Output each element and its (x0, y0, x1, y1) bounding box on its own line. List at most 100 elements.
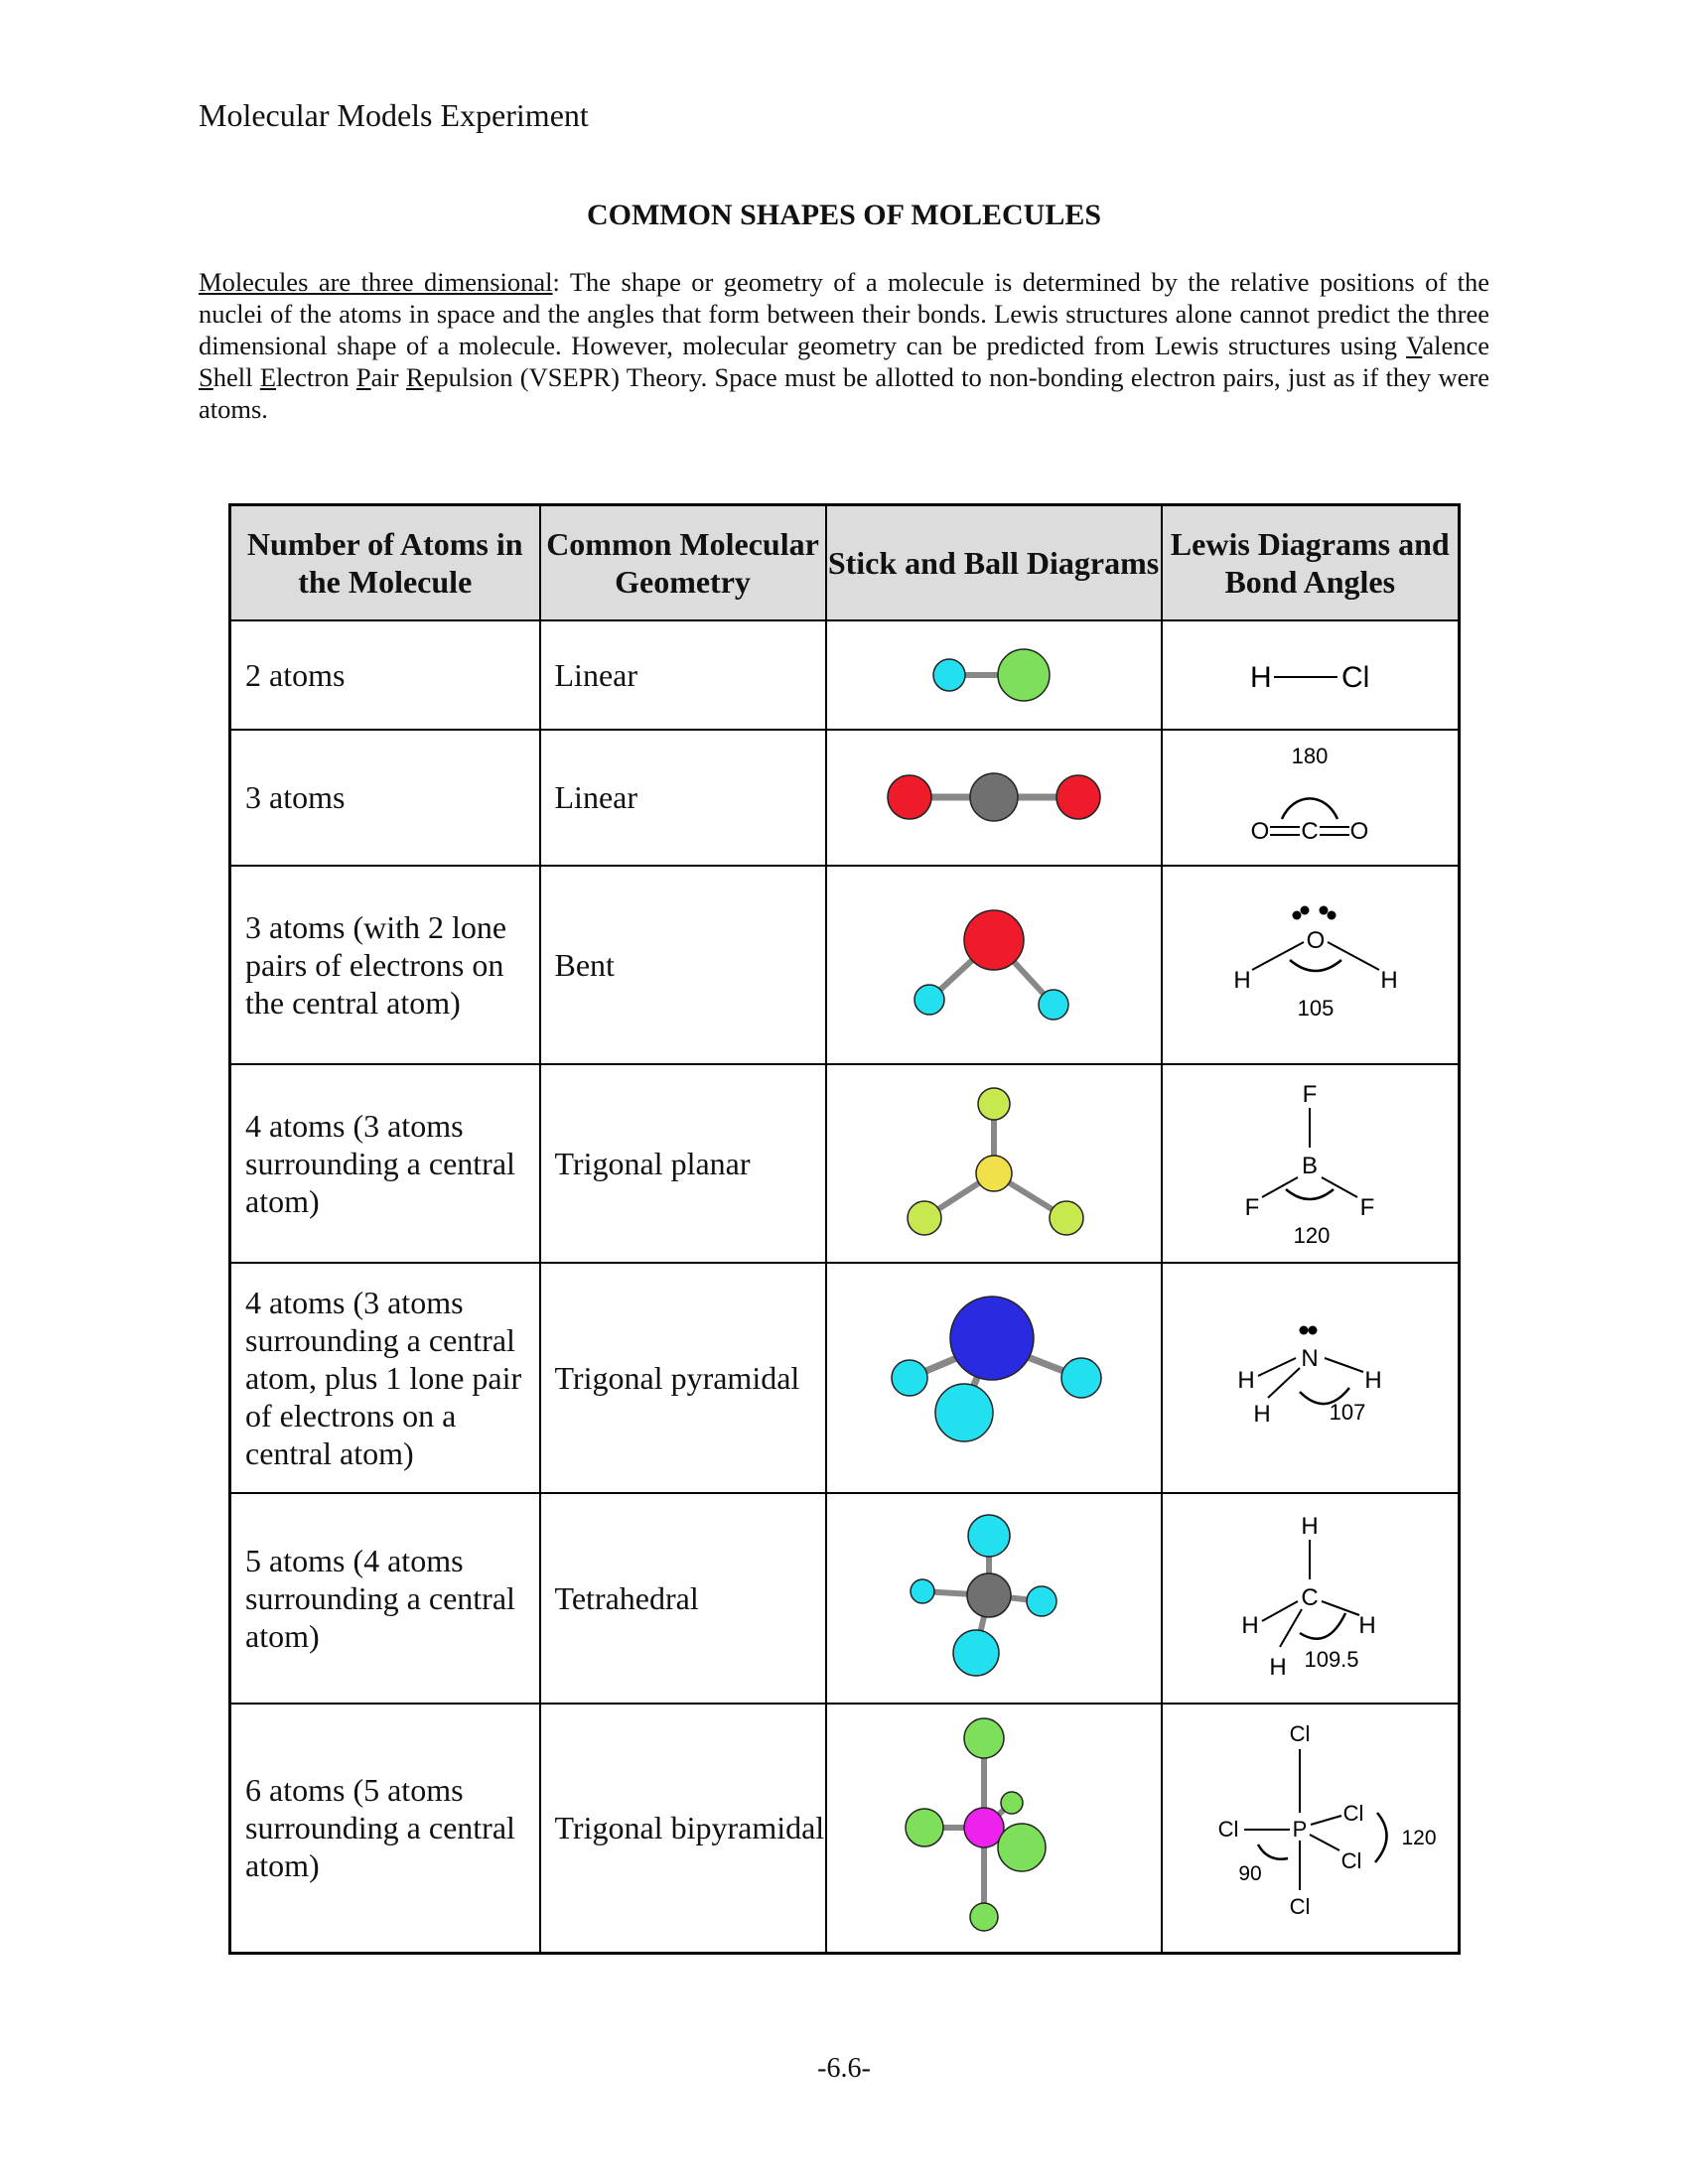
intro-text: epulsion (VSEPR) Theory. Space must be a… (199, 362, 1489, 424)
atom-label: H (1270, 1654, 1287, 1681)
stick-ball-cell (824, 1491, 1163, 1705)
intro-text: alence (1422, 331, 1489, 360)
table-row: 2 atoms Linear H Cl (228, 618, 1461, 731)
atom-label: H (1302, 1513, 1319, 1540)
lewis-cell: 180 O C O (1160, 728, 1461, 867)
lewis-cell: Cl Cl P Cl Cl Cl 120 90 (1160, 1702, 1461, 1955)
angle-label: 105 (1298, 996, 1335, 1021)
angle-label: 180 (1292, 744, 1329, 768)
vsepr-letter: S (199, 362, 213, 392)
lewis-cell: N H H H 107 (1160, 1261, 1461, 1494)
geometry-cell: Linear (538, 728, 827, 867)
atom-label: Cl (1290, 1721, 1311, 1746)
geometry-cell: Trigonal bipyramidal (538, 1702, 827, 1955)
bf3-lewis-diagram: F B F F 120 (1245, 1081, 1375, 1248)
intro-lead: Molecules are three dimensional (199, 267, 553, 297)
table-row: 6 atoms (5 atoms surrounding a central a… (228, 1702, 1461, 1955)
atom-label: Cl (1343, 1801, 1364, 1826)
stick-ball-cell (824, 1062, 1163, 1264)
vsepr-letter: P (355, 362, 371, 392)
intro-text: air (370, 362, 406, 392)
bf3-model-image (906, 1086, 1084, 1236)
atom-label: B (1302, 1153, 1318, 1179)
angle-label: 109.5 (1305, 1647, 1359, 1672)
shapes-table: Number of Atoms in the Molecule Common M… (228, 503, 1461, 1955)
atom-label: Cl (1290, 1894, 1311, 1919)
header-lewis: Lewis Diagrams and Bond Angles (1160, 503, 1461, 621)
stick-ball-cell (824, 864, 1163, 1065)
page-header: Molecular Models Experiment (199, 97, 589, 133)
atom-label: H (1365, 1367, 1382, 1394)
stick-ball-cell (824, 1261, 1163, 1494)
atoms-cell: 2 atoms (228, 618, 541, 731)
intro-text: : The shape or geometry of a molecule is… (199, 267, 1489, 360)
vsepr-letter: V (1406, 331, 1423, 360)
atom-label: N (1302, 1345, 1319, 1372)
atom-label: C (1302, 818, 1319, 845)
geometry-cell: Trigonal planar (538, 1062, 827, 1264)
atoms-cell: 4 atoms (3 atoms surrounding a central a… (228, 1261, 541, 1494)
table-row: 4 atoms (3 atoms surrounding a central a… (228, 1261, 1461, 1494)
lewis-cell: H C H H H 109.5 (1160, 1491, 1461, 1705)
atoms-cell: 5 atoms (4 atoms surrounding a central a… (228, 1491, 541, 1705)
stick-ball-cell (824, 618, 1163, 731)
angle-label: 90 (1239, 1862, 1262, 1885)
nh3-model-image (890, 1295, 1102, 1442)
atom-label: O (1251, 818, 1270, 845)
intro-text: hell (212, 362, 260, 392)
atoms-cell: 4 atoms (3 atoms surrounding a central a… (228, 1062, 541, 1264)
atom-label: Cl (1218, 1817, 1239, 1842)
co2-model-image (886, 772, 1101, 822)
geometry-cell: Trigonal pyramidal (538, 1261, 827, 1494)
atoms-cell: 3 atoms (with 2 lone pairs of electrons … (228, 864, 541, 1065)
atoms-cell: 6 atoms (5 atoms surrounding a central a… (228, 1702, 541, 1955)
lewis-cell: F B F F 120 (1160, 1062, 1461, 1264)
stick-ball-cell (824, 728, 1163, 867)
lewis-cell: H Cl (1160, 618, 1461, 731)
vsepr-letter: R (405, 362, 424, 392)
table-row: 3 atoms (with 2 lone pairs of electrons … (228, 864, 1461, 1065)
vsepr-letter: E (259, 362, 277, 392)
table-header-row: Number of Atoms in the Molecule Common M… (228, 503, 1461, 621)
atom-label: H (1359, 1612, 1376, 1639)
atom-label: C (1302, 1584, 1319, 1611)
atom-label: H (1250, 661, 1272, 694)
atom-label: Cl (1341, 1848, 1362, 1873)
atom-label: Cl (1341, 661, 1369, 694)
ch4-lewis-diagram: H C H H H 109.5 (1242, 1513, 1376, 1681)
atom-label: H (1242, 1612, 1259, 1639)
h2o-lewis-diagram: O H H 105 (1234, 905, 1398, 1021)
page-title: COMMON SHAPES OF MOLECULES (586, 199, 1102, 231)
lewis-cell: O H H 105 (1160, 864, 1461, 1065)
intro-text: lectron (276, 362, 356, 392)
intro-paragraph: Molecules are three dimensional: The sha… (199, 266, 1489, 425)
angle-label: 120 (1294, 1223, 1331, 1248)
atom-label: H (1254, 1401, 1271, 1428)
atom-label: F (1245, 1194, 1260, 1221)
atom-label: O (1307, 927, 1326, 954)
angle-label: 120 (1402, 1827, 1437, 1849)
header-geometry: Common Molecular Geometry (538, 503, 827, 621)
geometry-cell: Bent (538, 864, 827, 1065)
atom-label: P (1293, 1817, 1308, 1842)
hcl-model-image (931, 647, 1051, 702)
atoms-cell: 3 atoms (228, 728, 541, 867)
pcl5-lewis-diagram: Cl Cl P Cl Cl Cl 120 90 (1218, 1721, 1437, 1919)
ch4-model-image (909, 1513, 1057, 1677)
atom-label: O (1350, 818, 1369, 845)
atom-label: H (1234, 967, 1251, 994)
geometry-cell: Tetrahedral (538, 1491, 827, 1705)
co2-lewis-diagram: 180 O C O (1251, 744, 1369, 845)
table-row: 5 atoms (4 atoms surrounding a central a… (228, 1491, 1461, 1705)
hcl-lewis-diagram: H Cl (1250, 661, 1369, 694)
atom-label: F (1303, 1081, 1318, 1108)
atom-label: H (1238, 1367, 1255, 1394)
atom-label: F (1360, 1194, 1375, 1221)
geometry-cell: Linear (538, 618, 827, 731)
atom-label: H (1381, 967, 1398, 994)
page-number: -6.6- (817, 2053, 871, 2084)
header-stick-ball: Stick and Ball Diagrams (824, 503, 1163, 621)
pcl5-model-image (904, 1717, 1047, 1932)
stick-ball-cell (824, 1702, 1163, 1955)
table-row: 4 atoms (3 atoms surrounding a central a… (228, 1062, 1461, 1264)
